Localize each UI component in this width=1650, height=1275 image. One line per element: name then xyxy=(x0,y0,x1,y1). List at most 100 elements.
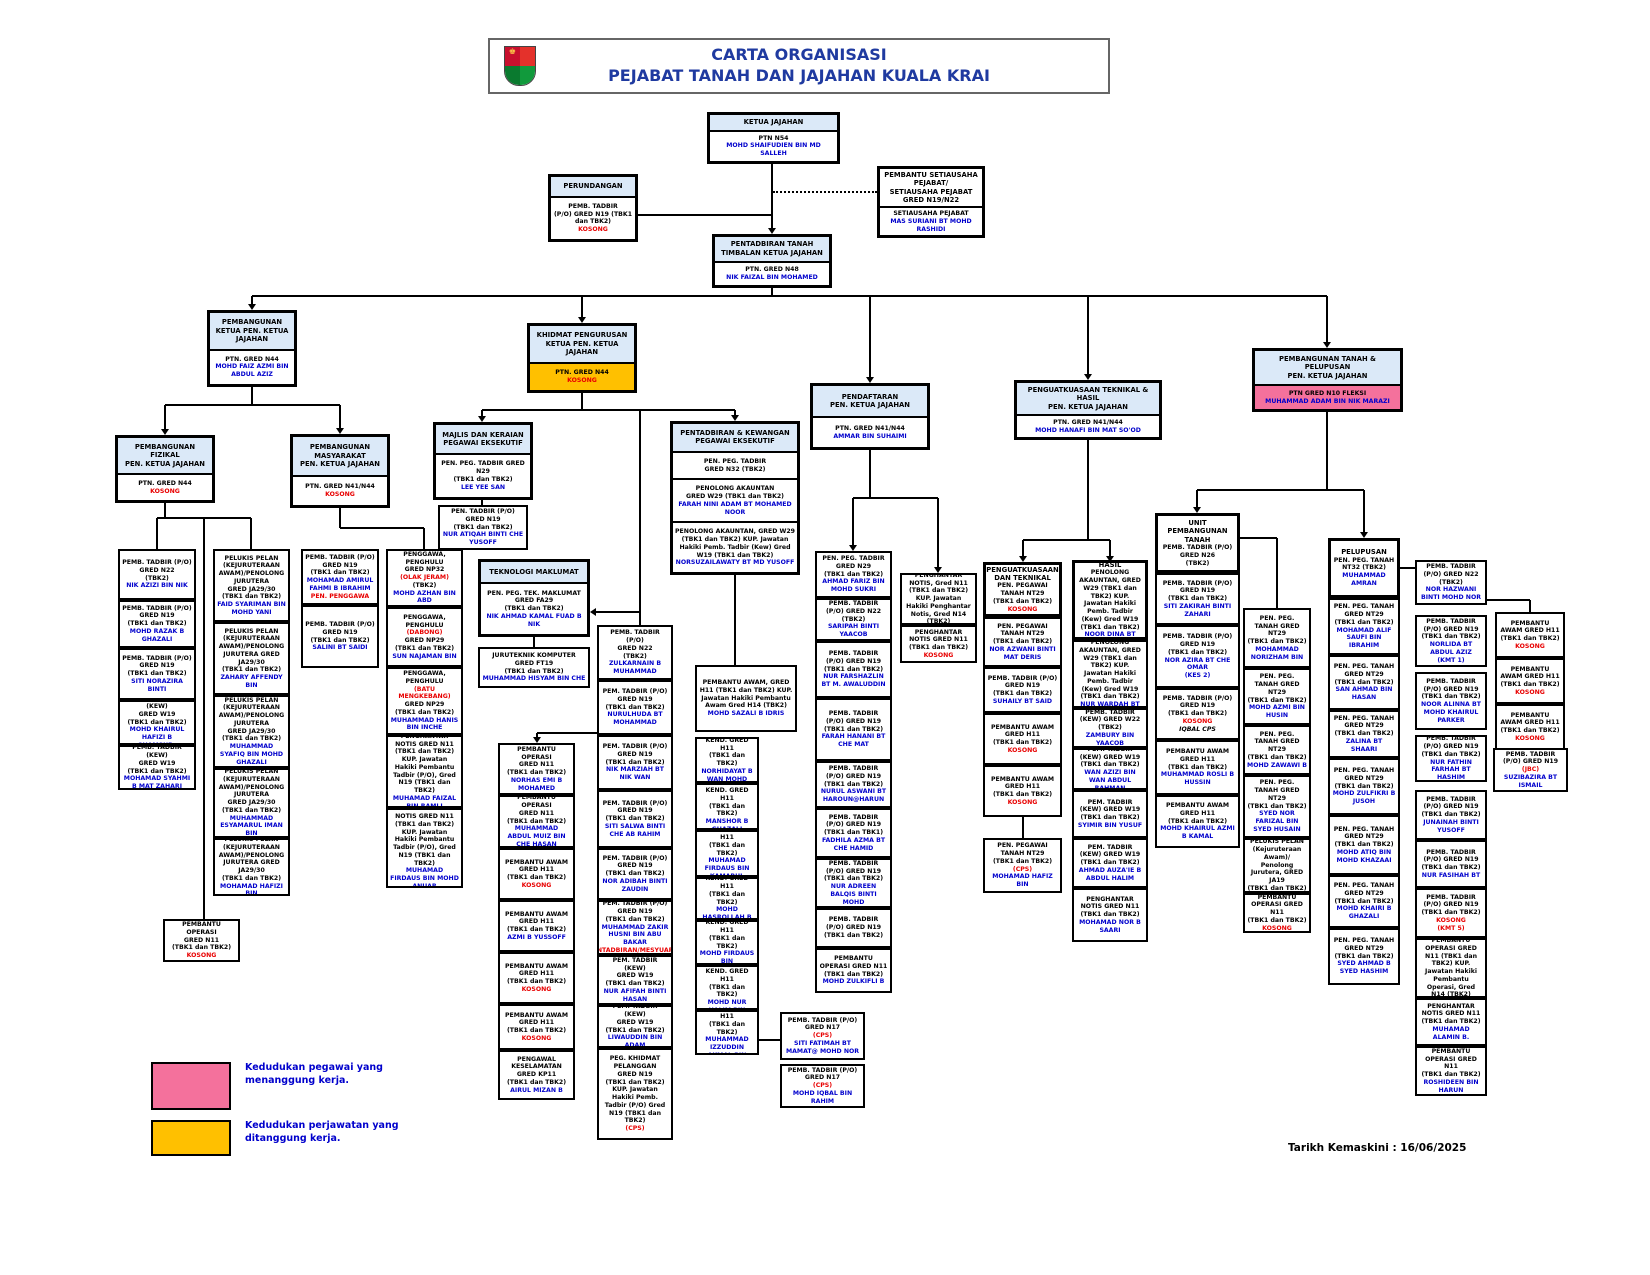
org-box-section: PEMBANTU OPERASI GRED N11(TBK1 dan TBK2)… xyxy=(1245,895,1309,931)
org-box-section: PEMBANTU AWAM GRED H11(TBK1 dan TBK2)KOS… xyxy=(985,767,1060,815)
post-text: PEN. PEGAWAI TANAH NT29 xyxy=(997,582,1048,598)
org-box-section: PEN. PEG. TANAH GRED NT29(TBK1 dan TBK2)… xyxy=(1330,930,1398,983)
post-text: (TBK1 dan TBK2) xyxy=(1421,633,1481,641)
connector-line xyxy=(639,410,641,625)
post-text: PELUKIS PELAN (KEJURUTERAAN AWAM)/PENOLO… xyxy=(218,840,285,874)
post-text: UNIT PEMBANGUNAN TANAH xyxy=(1167,518,1228,544)
person-name: MOHD SAZALI B IDRIS xyxy=(707,710,785,718)
connector-line xyxy=(203,518,205,919)
post-text: (TBK1 dan TBK2) xyxy=(605,980,665,987)
post-text: (TBK1 dan TBK2) xyxy=(708,934,746,950)
staff-box: PEM. TADBIR (KEW)GRED W19(TBK1 dan TBK2)… xyxy=(597,955,673,1005)
person-name: MANSHOR B GHAZALI xyxy=(705,818,749,828)
staff-box: PEMBANTU OPERASI GRED N11(TBK1 dan TBK2)… xyxy=(815,948,892,993)
connector-line xyxy=(1240,537,1277,539)
staff-box: PEMB. TADBIR (P/O) GRED N19(TBK1 dan TBK… xyxy=(1415,888,1487,938)
org-box-section: PENGHANTAR NOTIS GRED N11(TBK1 dan TBK2)… xyxy=(1417,1000,1485,1044)
staff-box: PEMB. TADBIR (P/O) GRED N19(TBK1 dan TBK… xyxy=(1415,790,1487,840)
post-text: (TBK1 dan TBK2) xyxy=(221,593,282,601)
post-text: (TBK1 dan TBK2) xyxy=(708,1020,746,1036)
person-name: SITI NORAZIRA BINTI xyxy=(131,677,183,693)
post-text: PEMB. TADBIR (KEW) xyxy=(132,702,182,711)
post-text: PEMBANTU OPERASI GRED N11 (TBK1 dan TBK2… xyxy=(1425,940,1477,996)
person-name: FARAH HANANI BT CHE MAT xyxy=(821,733,886,749)
status-text: PEN. PENGGAWA xyxy=(310,592,370,600)
post-text: (TBK1 dan TBK1) xyxy=(823,829,884,837)
person-name: MOHD KHAIRUL HAFIZI B SHAMSUD- xyxy=(129,726,185,743)
post-text: (TBK1 dan TBK2) xyxy=(394,708,455,716)
state-crest-logo: ♚ xyxy=(504,46,536,86)
post-text: PEMBANTU AWAM xyxy=(504,1011,568,1019)
org-box-section: PEMANDU KEND. GRED H11(TBK1 dan TBK2)MAN… xyxy=(697,785,757,828)
post-text: PEMB. TADBIR (P/O) GRED N17 xyxy=(787,1066,858,1082)
person-name: MOHD AZHAN BIN ABD xyxy=(393,589,456,605)
person-name: MUHAMMAD ESYAMARUL IMAN BIN xyxy=(220,814,283,836)
post-text: PEMB. TADBIR (P/O) GRED N19 xyxy=(987,674,1058,690)
person-name: JUNAINAH BINTI YUSOFF xyxy=(1423,818,1479,834)
staff-box: PEMBANTU AWAM GRED H11(TBK1 dan TBK2)MOH… xyxy=(1155,795,1240,848)
post-text: GRED N19 xyxy=(617,807,653,815)
post-text: PEMB. TADBIR xyxy=(568,202,618,210)
post-text: (TBK1 dan TBK2) xyxy=(506,926,567,933)
post-text: PENGHANTAR NOTIS, Gred N11 (TBK1 dan TBK… xyxy=(906,575,971,623)
post-text: PENOLONG AKAUNTAN, GRED W29 (TBK1 dan TB… xyxy=(1079,569,1141,631)
person-name: WAN AZIZI BIN WAN ABDUL RAHMAN xyxy=(1084,769,1136,788)
post-text: GRED N19 xyxy=(617,1070,653,1078)
post-text: (TBK1 dan TBK2) xyxy=(1167,595,1228,603)
post-text: (TBK1 dan TBK2) xyxy=(1080,761,1140,769)
org-box-section: PEMANDU KEND. GRED H11(TBK1 dan TBK2)MOH… xyxy=(697,879,757,918)
connector-line xyxy=(1487,599,1530,601)
last-updated-date: Tarikh Kemaskini : 16/06/2025 xyxy=(1288,1142,1467,1154)
post-text: (TBK2) xyxy=(145,574,169,582)
post-text: PELUKIS PELAN (KEJURUTERAAN AWAM)/PENOLO… xyxy=(218,627,285,666)
post-text: PEN. PEG. TANAH GRED NT29 xyxy=(1333,767,1395,782)
post-text: (TBK1 dan TBK2) xyxy=(506,978,567,985)
status-text: (CPS) xyxy=(625,1125,645,1132)
status-text: (DABONG) xyxy=(406,629,443,637)
status-text: KOSONG xyxy=(1262,924,1292,931)
post-text: PEMB. TADBIR (P/O) GRED N19 xyxy=(825,860,881,875)
post-text: GRED N19 xyxy=(322,628,358,636)
post-text: PEMB. TADBIR (P/O) GRED N22 (TBK2) xyxy=(825,600,881,623)
person-name: MOHD HANAFI BIN MAT SO'OD xyxy=(1035,426,1141,434)
person-name: MOHAMAD AMIRUL FAHMI B IBRAHIM xyxy=(306,577,374,592)
staff-box: PEMBANTU OPERASI GRED N11 (TBK1 dan TBK2… xyxy=(1415,938,1487,998)
post-text: PEMB. TADBIR (P/O) GRED N26 xyxy=(1162,544,1233,559)
page-title: CARTA ORGANISASI PEJABAT TANAH DAN JAJAH… xyxy=(608,45,990,87)
org-box-section: PEN. PEG. TANAH GRED NT29(TBK1 dan TBK2)… xyxy=(1245,777,1309,836)
post-text: (TBK1 dan TBK2) xyxy=(1247,638,1307,645)
arrowhead-down-icon xyxy=(336,428,344,434)
connector-line xyxy=(251,296,253,305)
person-name: FAID SYARIMAN BIN MOHD YANI xyxy=(217,601,286,616)
staff-box: PEMBANTU AWAM GRED H11(TBK1 dan TBK2)KOS… xyxy=(1495,658,1565,704)
org-box-section: PERUNDANGAN xyxy=(551,177,635,196)
post-text: PEMBANTU OPERASI xyxy=(517,797,556,810)
org-box-section: PENOLONG AKAUNTAN, GRED W29 (TBK1 dan TB… xyxy=(673,521,797,572)
post-text: (TBK1 dan TBK2) xyxy=(310,569,370,577)
post-text: (TBK1 dan TBK2) xyxy=(1334,618,1394,626)
status-text: KOSONG xyxy=(325,491,355,498)
post-text: PEMBANTU OPERASI GRED N11 xyxy=(819,955,888,970)
arrowhead-down-icon xyxy=(161,429,169,435)
staff-box: PEM. TADBIR (KEW)GRED W19(TBK1 dan TBK2)… xyxy=(597,1005,673,1048)
staff-box: PEMB. TADBIR (P/O) GRED N19(JBC)SUZIBAZI… xyxy=(1493,748,1568,792)
org-box-section: PEMB. TADBIR (P/O)GRED N19(TBK1 dan TBK2… xyxy=(120,650,194,698)
post-text: SETIAUSAHA PEJABAT xyxy=(889,187,973,196)
post-text: PTN. GRED N44 xyxy=(555,369,609,377)
connector-line xyxy=(1022,540,1024,557)
post-text: PEN. PEG. TEK. MAKLUMAT xyxy=(487,589,581,597)
person-name: NORHIDAYAT B WAN MOHD RASHID xyxy=(701,767,753,781)
